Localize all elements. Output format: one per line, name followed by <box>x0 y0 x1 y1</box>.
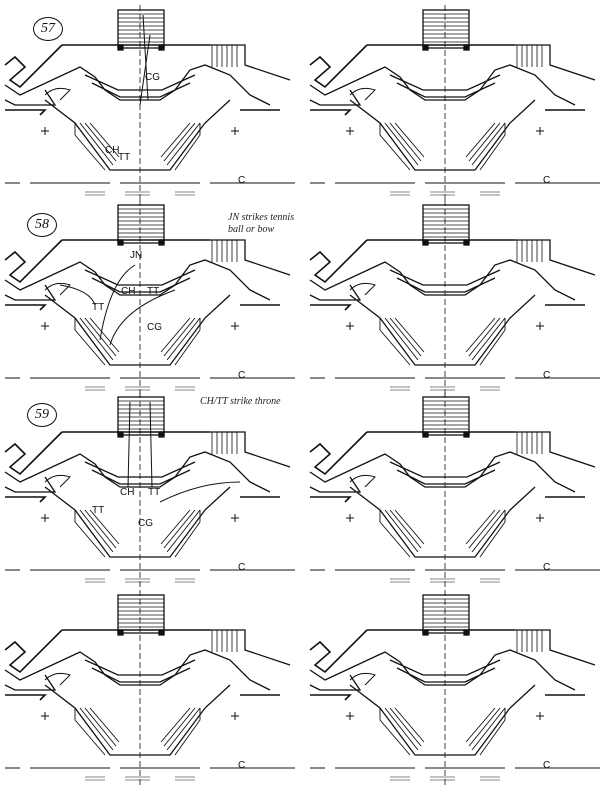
stage-plan-diagram <box>309 4 601 201</box>
stage-plan-diagram <box>4 589 296 786</box>
stage-plan-blank <box>305 199 605 396</box>
centerline-mark: C <box>238 562 246 573</box>
blocking-label: TT <box>118 152 131 163</box>
stage-plan-blank <box>305 4 605 201</box>
blocking-label: TT <box>147 286 160 297</box>
centerline-mark: C <box>238 175 246 186</box>
handwritten-note: JN strikes tennis ball or bow <box>228 212 295 235</box>
stage-plan-blank <box>305 391 605 588</box>
centerline-mark: C <box>543 175 551 186</box>
blocking-label: JN <box>130 250 143 261</box>
stage-plan-blank <box>305 589 605 786</box>
blocking-label: CH <box>121 286 136 297</box>
handwritten-note: CH/TT strike throne <box>200 396 281 407</box>
stage-plan-58 <box>0 199 300 396</box>
stage-plan-diagram <box>4 199 296 396</box>
blocking-label: TT <box>148 487 161 498</box>
stage-plan-57 <box>0 4 300 201</box>
blocking-label: CG <box>145 72 160 83</box>
centerline-mark: C <box>238 760 246 771</box>
stage-plan-diagram <box>309 199 601 396</box>
stage-plan-diagram <box>309 391 601 588</box>
scene-number: 59 <box>27 403 57 427</box>
blocking-label: CG <box>138 518 153 529</box>
centerline-mark: C <box>543 760 551 771</box>
scene-number: 57 <box>33 17 63 41</box>
blocking-label: TT <box>92 302 105 313</box>
stage-plan-blank <box>0 589 300 786</box>
blocking-label: TT <box>92 505 105 516</box>
stage-plan-diagram <box>4 391 296 588</box>
centerline-mark: C <box>238 370 246 381</box>
stage-plan-59 <box>0 391 300 588</box>
blocking-label: CH <box>105 145 120 156</box>
centerline-mark: C <box>543 370 551 381</box>
blocking-label: CH <box>120 487 135 498</box>
blocking-label: CG <box>147 322 162 333</box>
stage-plan-diagram <box>4 4 296 201</box>
scene-number: 58 <box>27 213 57 237</box>
centerline-mark: C <box>543 562 551 573</box>
stage-plan-diagram <box>309 589 601 786</box>
